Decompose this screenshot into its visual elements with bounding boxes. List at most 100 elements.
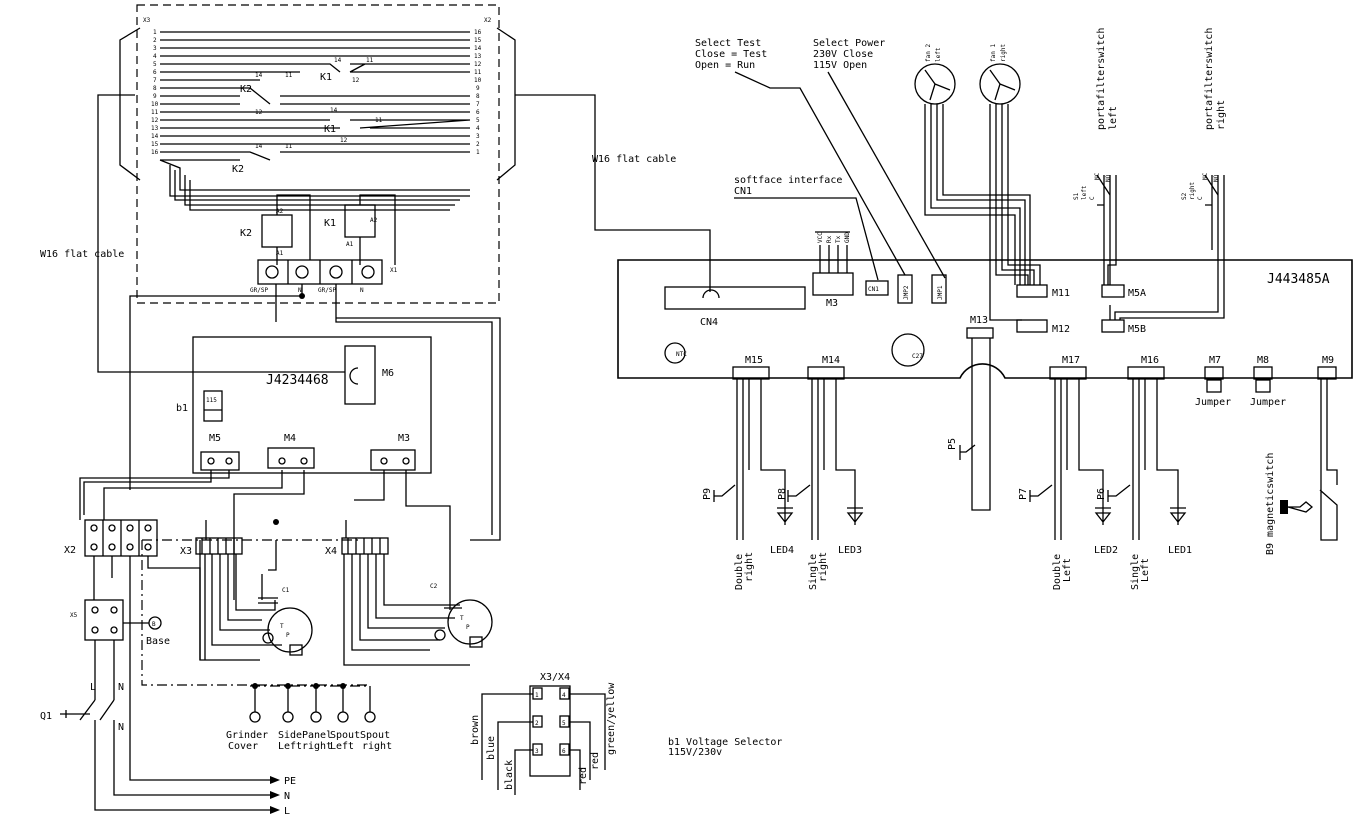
svg-text:11: 11 (366, 57, 374, 64)
svg-text:left: left (1081, 185, 1088, 200)
svg-text:Left: Left (278, 741, 302, 752)
pump-x4: X4 C2 T P (325, 520, 493, 666)
svg-text:9: 9 (153, 93, 157, 100)
flat-cable-right-label: W16 flat cable (592, 154, 676, 165)
svg-text:M8: M8 (1257, 355, 1269, 366)
x5-label: X5 (70, 612, 78, 619)
x3-pump-label: X3 (180, 546, 192, 557)
svg-text:2: 2 (153, 37, 157, 44)
c1-label: C1 (282, 587, 290, 594)
svg-text:15: 15 (151, 141, 159, 148)
svg-text:115V Open: 115V Open (813, 60, 867, 71)
softface-label: softface interface (734, 175, 842, 186)
right-board: J443485A CN4 M3 VCC Rx Tx GND CN1 JMP2 J… (617, 231, 1353, 380)
svg-text:Grinder: Grinder (226, 730, 268, 741)
right-pin-column: 16 15 14 13 12 11 10 9 8 7 6 5 4 3 2 1 (474, 29, 482, 156)
svg-text:6: 6 (476, 109, 480, 116)
select-power-title: Select Power (813, 38, 885, 49)
svg-text:Rx: Rx (826, 235, 833, 243)
svg-text:NO: NO (1213, 174, 1220, 182)
svg-text:black: black (504, 760, 515, 790)
svg-text:GR/SP: GR/SP (250, 287, 268, 294)
svg-text:13: 13 (151, 125, 159, 132)
ground-points: Grinder Cover Side Left Panel right Spou… (226, 683, 392, 752)
q1-label: Q1 (40, 711, 52, 722)
svg-text:Close = Test: Close = Test (695, 49, 767, 60)
cn4-label: CN4 (700, 317, 718, 328)
m13-label: M13 (970, 315, 988, 326)
svg-text:P7: P7 (1018, 488, 1029, 500)
power-section: X2 X5 B Base Q1 L N N PE N L (40, 519, 370, 817)
cn1-label: CN1 (868, 286, 879, 293)
svg-text:9: 9 (476, 85, 480, 92)
svg-text:Left: Left (1140, 558, 1151, 582)
svg-text:C: C (1089, 196, 1096, 200)
svg-text:Tx: Tx (835, 235, 842, 243)
svg-text:N: N (284, 791, 290, 802)
ntc-label: NTC (676, 351, 687, 358)
motor-x4-p: P (466, 624, 470, 631)
svg-text:7: 7 (476, 101, 480, 108)
svg-text:M9: M9 (1322, 355, 1334, 366)
svg-text:14: 14 (330, 107, 338, 114)
svg-text:3: 3 (535, 748, 539, 755)
svg-text:11: 11 (474, 69, 482, 76)
svg-text:left: left (935, 47, 942, 62)
svg-text:15: 15 (474, 37, 482, 44)
svg-text:Jumper: Jumper (1195, 397, 1231, 408)
svg-text:B9 magneticswitch: B9 magneticswitch (1265, 453, 1276, 555)
svg-text:M16: M16 (1141, 355, 1159, 366)
select-test-title: Select Test (695, 38, 761, 49)
svg-text:7: 7 (153, 77, 157, 84)
svg-text:2: 2 (535, 720, 539, 727)
svg-text:LED1: LED1 (1168, 545, 1192, 556)
svg-text:230V Close: 230V Close (813, 49, 873, 60)
svg-text:11: 11 (285, 143, 293, 150)
x2-power-label: X2 (64, 545, 76, 556)
svg-text:Single: Single (808, 554, 819, 590)
svg-text:VCC: VCC (817, 232, 824, 243)
svg-text:P6: P6 (1096, 488, 1107, 500)
svg-text:right: right (744, 552, 755, 582)
svg-text:6: 6 (562, 748, 566, 755)
annotations: Select Test Close = Test Open = Run Sele… (695, 38, 946, 281)
svg-text:left: left (1108, 106, 1119, 130)
svg-text:16: 16 (474, 29, 482, 36)
svg-text:4: 4 (153, 53, 157, 60)
switch-group-p7: P7 Double Left LED2 (1018, 379, 1118, 590)
svg-text:right: right (1216, 100, 1227, 130)
fans: fan 2 left fan 1 right (914, 44, 1041, 321)
flat-cable-right-wire (515, 94, 711, 292)
svg-text:N: N (360, 287, 364, 294)
svg-text:Spout: Spout (360, 730, 390, 741)
svg-text:Open = Run: Open = Run (695, 60, 755, 71)
svg-text:right: right (1189, 182, 1196, 200)
switch-group-p6: P6 Single Left LED1 (1096, 379, 1192, 590)
left-pin-column: 1 2 3 4 5 6 7 8 9 10 11 12 13 14 15 16 (151, 29, 159, 156)
svg-text:5: 5 (562, 720, 566, 727)
line-n2-label: N (118, 722, 124, 733)
svg-text:M15: M15 (745, 355, 763, 366)
svg-text:Panel: Panel (302, 730, 332, 741)
line-n-label: N (118, 682, 124, 693)
svg-text:13: 13 (474, 53, 482, 60)
svg-text:12: 12 (151, 117, 159, 124)
svg-text:Jumper: Jumper (1250, 397, 1286, 408)
svg-text:M14: M14 (822, 355, 840, 366)
svg-text:GR/SP: GR/SP (318, 287, 336, 294)
svg-text:2: 2 (476, 141, 480, 148)
svg-text:Double: Double (734, 554, 745, 590)
svg-text:8: 8 (153, 85, 157, 92)
svg-text:4: 4 (562, 692, 566, 699)
svg-text:Double: Double (1052, 554, 1063, 590)
svg-text:blue: blue (486, 736, 497, 760)
svg-text:red: red (590, 752, 601, 770)
jumpers: Jumper Jumper (1195, 379, 1286, 408)
x3-x4-legend: X3/X4 1 4 2 5 3 6 brown blue black green… (470, 672, 782, 795)
svg-text:brown: brown (470, 715, 481, 745)
svg-text:12: 12 (340, 137, 348, 144)
relay-k1-top: K1 (320, 72, 332, 83)
svg-text:S2: S2 (1181, 192, 1188, 200)
x2-label: X2 (484, 17, 492, 24)
